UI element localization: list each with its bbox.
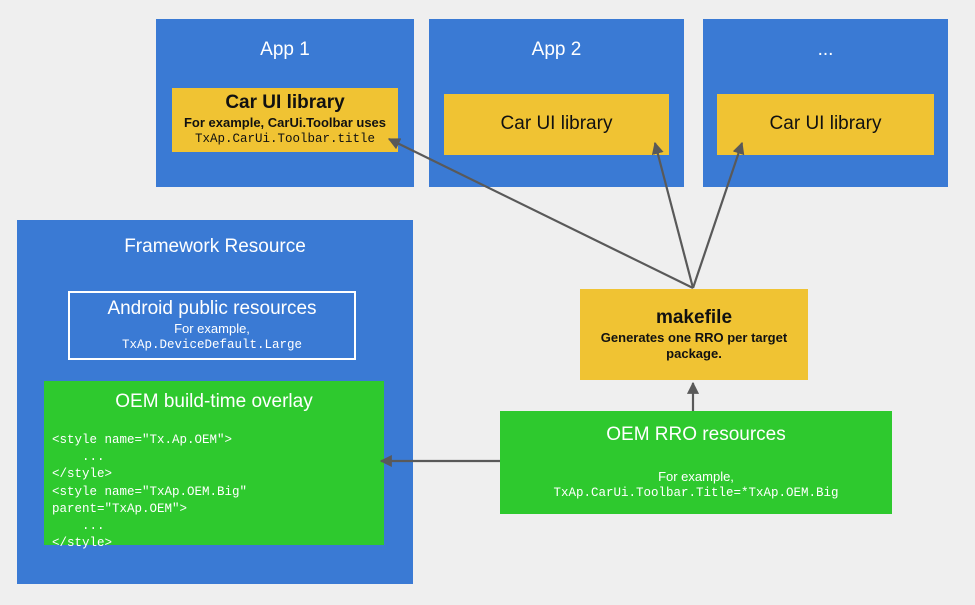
android-public-resources-box: Android public resources For example, Tx… [68,291,356,360]
app-3-car-ui-library-box: Car UI library [717,94,934,155]
oem-rro-resources-box: OEM RRO resources For example, TxAp.CarU… [500,411,892,514]
oem-build-time-overlay-box: OEM build-time overlay <style name="Tx.A… [44,381,384,550]
oem-build-time-overlay-heading: OEM build-time overlay [115,391,313,412]
android-public-resources-code: TxAp.DeviceDefault.Large [121,337,303,352]
app-1-title: App 1 [260,39,310,60]
app-1-library-code: TxAp.CarUi.Toolbar.title [194,132,376,147]
oem-rro-resources-heading: OEM RRO resources [606,424,786,445]
android-public-resources-sub: For example, [174,320,250,336]
android-public-resources-heading: Android public resources [107,297,317,319]
app-1-car-ui-library-box: Car UI library For example, CarUi.Toolba… [172,88,398,152]
app-3-title: ... [817,39,834,60]
app-2-library-heading: Car UI library [500,113,613,135]
app-2-car-ui-library-box: Car UI library [444,94,669,155]
makefile-sub: Generates one RRO per target package. [600,329,788,361]
app-2-title: App 2 [531,39,582,60]
makefile-box: makefile Generates one RRO per target pa… [580,289,808,380]
oem-build-time-overlay-code: <style name="Tx.Ap.OEM"> ... </style> <s… [52,432,248,551]
framework-resource-title: Framework Resource [124,236,306,257]
makefile-heading: makefile [655,306,733,328]
app-1-library-sub: For example, CarUi.Toolbar uses [183,115,387,131]
oem-rro-resources-sub: For example, [658,468,734,484]
oem-rro-resources-code: TxAp.CarUi.Toolbar.Title=*TxAp.OEM.Big [553,486,839,501]
app-1-library-heading: Car UI library [225,92,345,114]
app-3-library-heading: Car UI library [769,113,882,135]
